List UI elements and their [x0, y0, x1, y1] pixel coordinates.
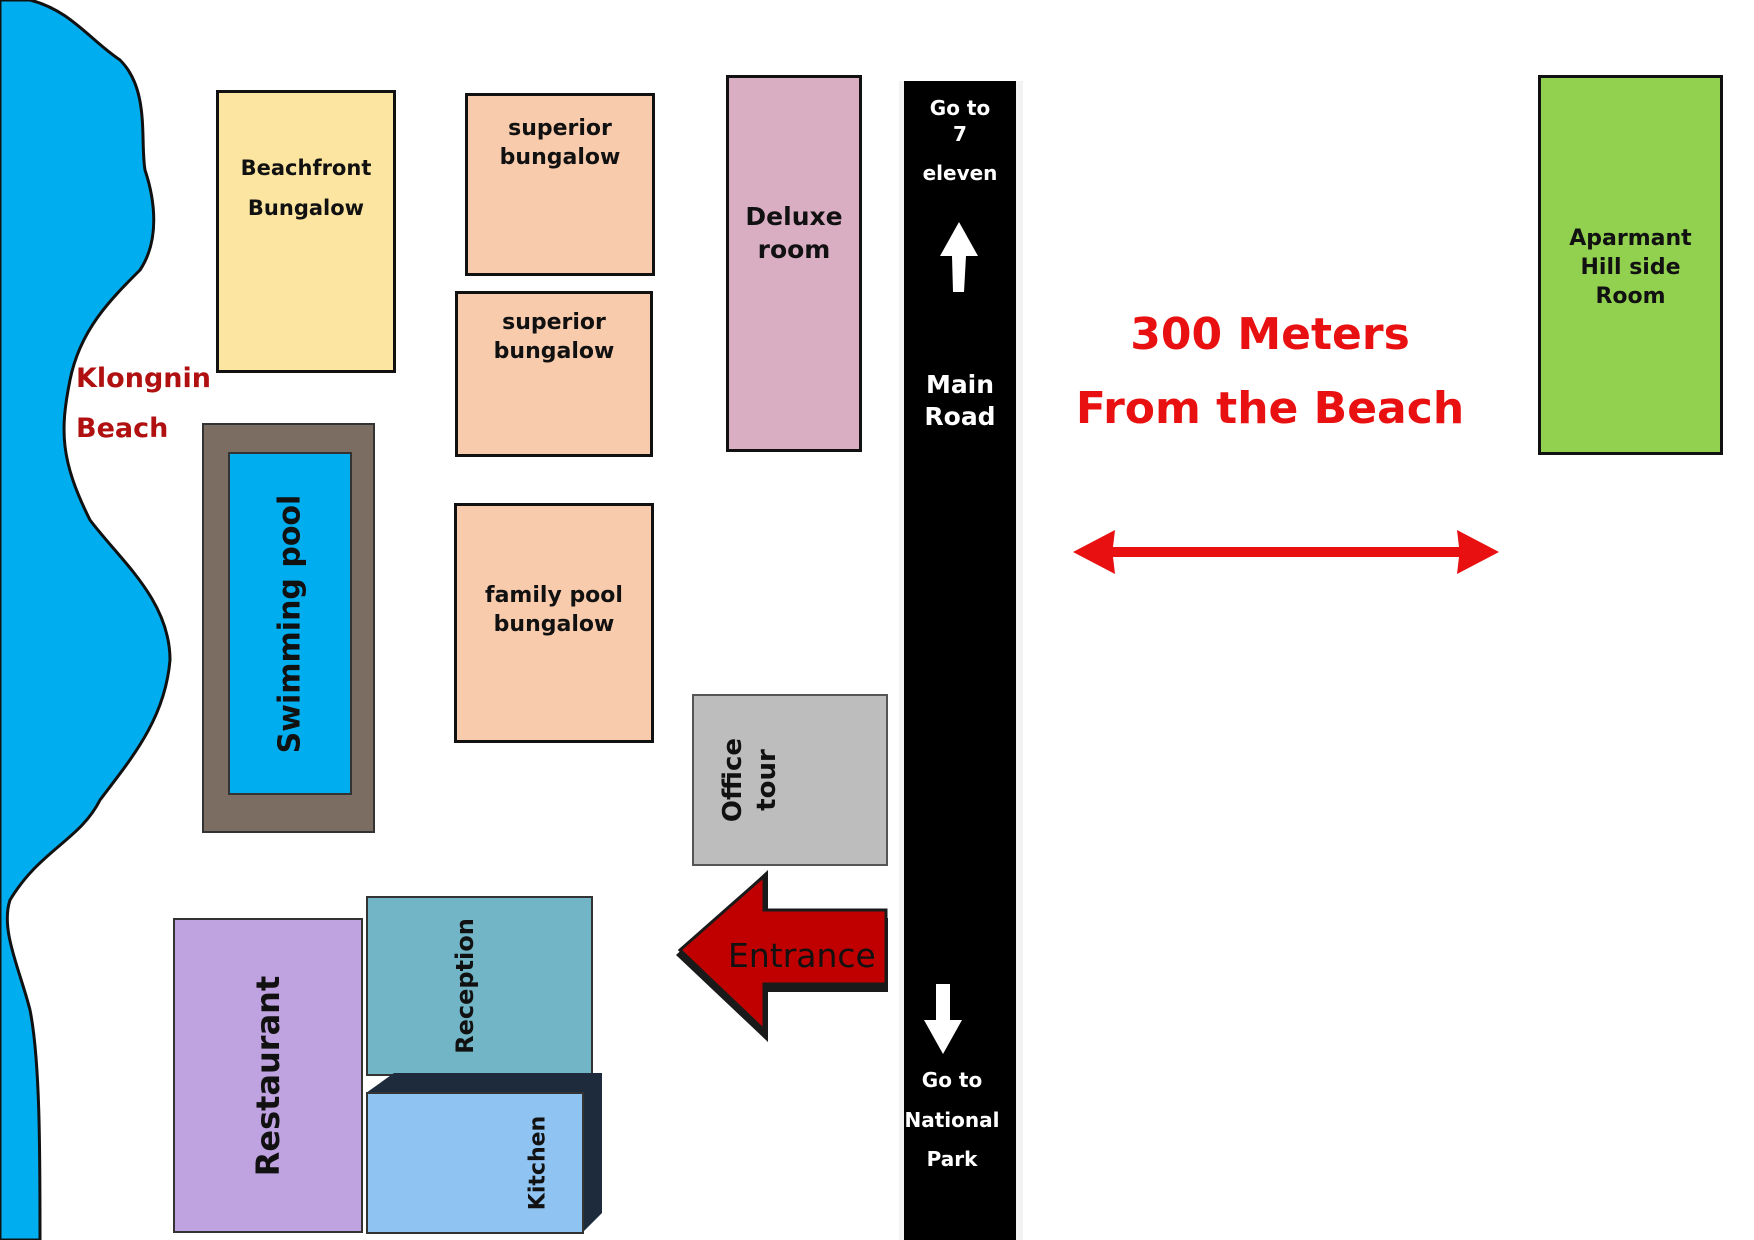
- beach-label-line1: Klongnin: [76, 363, 211, 394]
- superior-bungalow-2-label-line1: superior: [502, 310, 606, 335]
- swimming-pool-deck: Swimming pool: [202, 423, 375, 833]
- entrance-label: Entrance: [728, 936, 876, 975]
- superior-bungalow-1[interactable]: superior bungalow: [465, 93, 655, 276]
- road-label-line2: Road: [924, 402, 996, 431]
- beachfront-bungalow-label-line2: Bungalow: [247, 196, 365, 220]
- distance-double-arrow-icon: [1073, 530, 1499, 574]
- deluxe-room-label-line1: Deluxe: [745, 202, 843, 231]
- beach-coastline: [0, 0, 172, 1240]
- office-tour-label-line2: tour: [752, 749, 782, 811]
- superior-bungalow-1-label-line1: superior: [508, 116, 612, 141]
- superior-bungalow-2-label-line2: bungalow: [493, 339, 615, 364]
- swimming-pool[interactable]: Swimming pool: [228, 452, 352, 795]
- road-north-line3: eleven: [922, 161, 998, 185]
- deluxe-room[interactable]: Deluxe room: [726, 75, 862, 452]
- entrance-arrow: [676, 870, 888, 1042]
- restaurant-label: Restaurant: [249, 975, 287, 1176]
- apartment-label-line1: Aparmant: [1569, 226, 1692, 251]
- reception-label: Reception: [451, 918, 479, 1054]
- beachfront-bungalow[interactable]: Beachfront Bungalow: [216, 90, 396, 373]
- family-pool-bungalow-label-line1: family pool: [485, 583, 623, 608]
- reception[interactable]: Reception: [366, 896, 593, 1076]
- road-down-arrow-icon: [924, 984, 962, 1054]
- superior-bungalow-2[interactable]: superior bungalow: [455, 291, 653, 457]
- apartment-label-line2: Hill side: [1580, 255, 1681, 280]
- family-pool-bungalow-label-line2: bungalow: [493, 612, 615, 637]
- deluxe-room-label-line2: room: [757, 235, 831, 264]
- kitchen-label: Kitchen: [525, 1115, 551, 1211]
- road-north-line2: 7: [953, 122, 967, 146]
- distance-label-line2: From the Beach: [1075, 383, 1465, 434]
- beachfront-bungalow-label-line1: Beachfront: [240, 156, 372, 180]
- kitchen[interactable]: Kitchen: [366, 1092, 584, 1234]
- distance-label-line1: 300 Meters: [1130, 309, 1410, 360]
- office-tour-label: Office tour: [716, 738, 784, 822]
- office-tour-label-line1: Office: [718, 737, 748, 823]
- road-label-line1: Main: [925, 370, 995, 399]
- beach-label-line2: Beach: [76, 413, 169, 444]
- restaurant[interactable]: Restaurant: [173, 918, 363, 1233]
- kitchen-3d-side: [366, 1073, 602, 1233]
- road-south-line1: Go to: [921, 1068, 983, 1092]
- beach-label: Klongnin Beach: [76, 354, 211, 454]
- apartment-label-line3: Room: [1595, 284, 1666, 309]
- apartment-hill-side-room[interactable]: Aparmant Hill side Room: [1538, 75, 1723, 455]
- road-north-line1: Go to: [929, 96, 991, 120]
- road-south-line3: Park: [926, 1147, 978, 1171]
- swimming-pool-label: Swimming pool: [272, 494, 308, 753]
- family-pool-bungalow[interactable]: family pool bungalow: [454, 503, 654, 743]
- superior-bungalow-1-label-line2: bungalow: [499, 145, 621, 170]
- road-up-arrow-icon: [940, 222, 978, 292]
- road-south-line2: National: [904, 1108, 1000, 1132]
- office-tour[interactable]: Office tour: [692, 694, 888, 866]
- distance-label: 300 Meters From the Beach: [1050, 298, 1490, 446]
